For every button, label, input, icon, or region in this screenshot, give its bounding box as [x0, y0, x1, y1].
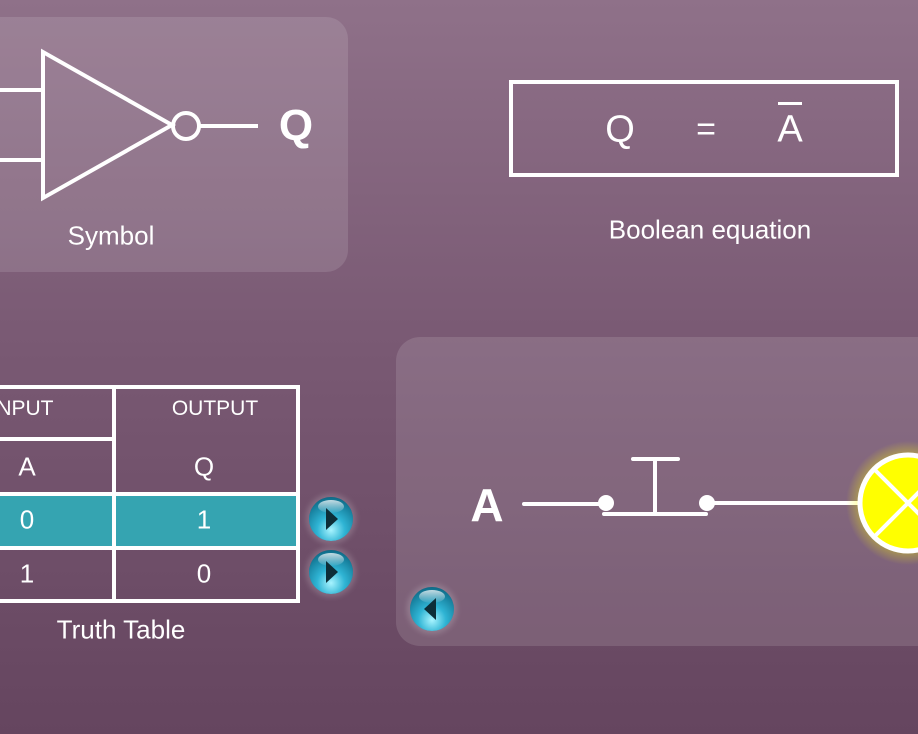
header-output: OUTPUT: [171, 397, 259, 420]
col-input-a: A: [18, 451, 36, 482]
overbar: [778, 102, 802, 105]
equation-lhs: Q: [605, 108, 635, 151]
play-icon: [326, 561, 338, 583]
row1-play-button[interactable]: [309, 497, 353, 541]
row2-play-button[interactable]: [309, 550, 353, 594]
row2-q: 0: [196, 558, 212, 589]
circuit-panel: [396, 337, 918, 646]
equation-caption: Boolean equation: [608, 214, 812, 245]
col-output-q: Q: [193, 451, 215, 482]
back-button[interactable]: [410, 587, 454, 631]
row1-a: 0: [19, 504, 35, 535]
equation-rhs: A: [777, 108, 803, 151]
row1-q: 1: [196, 504, 212, 535]
equation-op: =: [696, 110, 716, 149]
truth-table: [0, 385, 300, 603]
play-icon: [326, 508, 338, 530]
symbol-output-label: Q: [278, 101, 314, 150]
back-icon: [424, 598, 436, 620]
row-highlight: [0, 496, 296, 546]
symbol-caption: Symbol: [67, 220, 155, 251]
circuit-input-label: A: [470, 479, 504, 531]
row2-a: 1: [19, 558, 35, 589]
truth-table-caption: Truth Table: [56, 614, 186, 645]
header-input: INPUT: [0, 397, 54, 420]
equation-box: [509, 80, 899, 177]
